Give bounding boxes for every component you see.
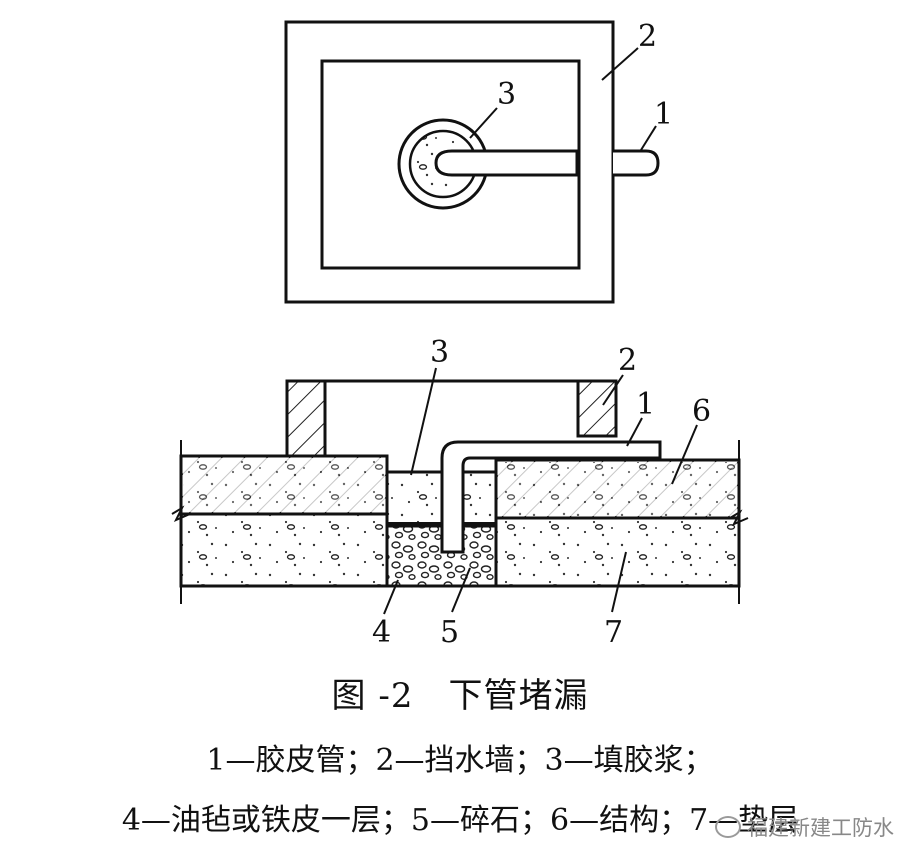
watermark: 福建新建工防水 [715,812,894,842]
leader-sec-4 [383,579,399,615]
leader-top-1 [640,125,657,151]
label-sec-6: 6 [692,394,711,429]
label-top-1: 1 [654,97,673,132]
top-rubber-hose-outside [613,149,660,177]
wechat-icon [715,816,741,838]
leader-top-3 [469,107,498,139]
label-top-2: 2 [638,19,657,54]
legend-line-1: 1—胶皮管；2—挡水墙；3—填胶浆； [206,743,714,778]
leader-sec-6 [671,424,698,485]
top-view: 2 3 1 [284,19,673,304]
label-sec-5: 5 [440,615,459,650]
section-retaining-wall-right [576,379,618,438]
break-mark-right [729,509,749,526]
leader-top-2 [601,47,639,81]
label-sec-3: 3 [430,335,449,370]
leader-sec-3 [410,367,437,476]
top-rubber-hose [434,149,579,177]
break-mark-left [171,505,191,522]
leader-sec-7 [611,551,627,613]
label-sec-7: 7 [604,615,623,650]
structure-layer-right-dots [498,462,737,516]
watermark-text: 福建新建工防水 [747,816,894,840]
label-sec-1: 1 [636,387,655,422]
label-sec-4: 4 [372,615,391,650]
leader-sec-2 [602,374,624,406]
section-retaining-wall-left [285,379,327,458]
label-sec-2: 2 [618,343,637,378]
cushion-layer-right [494,516,741,588]
leader-sec-1 [626,417,643,447]
figure-caption-title: 图 -2 下管堵漏 [331,676,589,716]
section-rubber-hose [440,440,662,554]
section-view: 3 2 1 6 4 5 7 [171,335,749,650]
cushion-layer-left [179,512,389,588]
legend-line-2: 4—油毡或铁皮一层；5—碎石；6—结构；7—垫层 [121,803,799,838]
structure-layer-left-dots [183,458,385,512]
leader-sec-5 [451,567,471,613]
label-top-3: 3 [497,77,516,112]
